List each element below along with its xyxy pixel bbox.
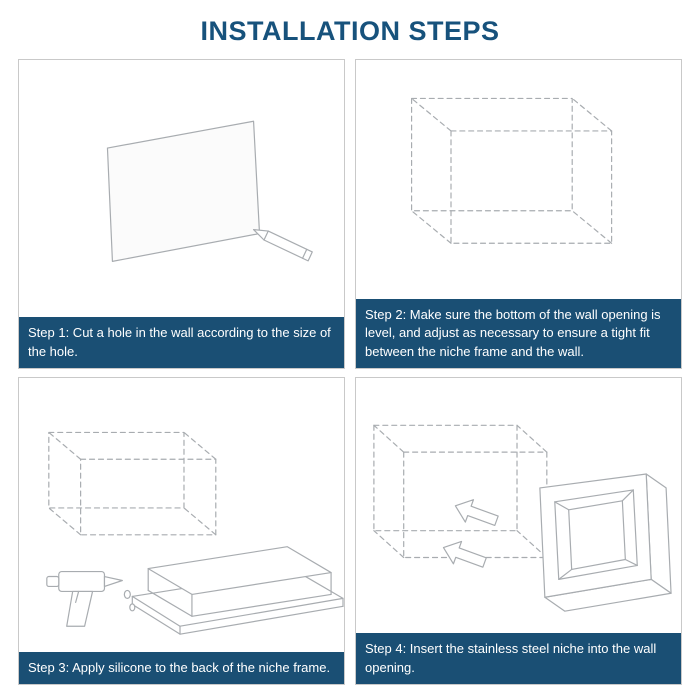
insert-arrows bbox=[442, 498, 499, 568]
step-2-illustration bbox=[356, 60, 681, 299]
step-2-caption: Step 2: Make sure the bottom of the wall… bbox=[356, 299, 681, 368]
step-4-caption: Step 4: Insert the stainless steel niche… bbox=[356, 633, 681, 684]
wall-opening-box-dashed bbox=[48, 431, 217, 536]
glue-gun-icon bbox=[46, 570, 136, 627]
step-1-caption: Step 1: Cut a hole in the wall according… bbox=[19, 317, 344, 368]
step-panel-2: Step 2: Make sure the bottom of the wall… bbox=[355, 58, 682, 369]
wall-sheet-shape bbox=[106, 120, 261, 262]
wall-opening-box-dashed bbox=[373, 424, 548, 558]
arrow-left-icon bbox=[454, 498, 499, 526]
page-title: INSTALLATION STEPS bbox=[200, 16, 500, 46]
pencil-icon bbox=[252, 228, 313, 262]
silicone-application-sketch bbox=[46, 431, 344, 635]
wall-opening-sketch bbox=[410, 97, 613, 244]
step-4-illustration bbox=[356, 378, 681, 634]
arrow-left-icon bbox=[442, 540, 487, 568]
niche-insertion-sketch bbox=[373, 424, 672, 612]
step-panel-4: Step 4: Insert the stainless steel niche… bbox=[355, 376, 682, 685]
silicone-drip bbox=[123, 589, 131, 599]
wall-opening-box-dashed bbox=[410, 97, 613, 244]
step-1-illustration bbox=[19, 60, 344, 318]
step-3-caption: Step 3: Apply silicone to the back of th… bbox=[19, 651, 344, 684]
steps-grid: Step 1: Cut a hole in the wall according… bbox=[0, 58, 700, 685]
stainless-niche bbox=[539, 473, 672, 612]
niche-frame-back bbox=[147, 545, 332, 617]
step-3-illustration bbox=[19, 378, 344, 652]
silicone-drip bbox=[129, 603, 136, 612]
step-panel-1: Step 1: Cut a hole in the wall according… bbox=[18, 58, 345, 369]
step-panel-3: Step 3: Apply silicone to the back of th… bbox=[18, 376, 345, 685]
wall-cutting-sketch bbox=[106, 120, 313, 262]
